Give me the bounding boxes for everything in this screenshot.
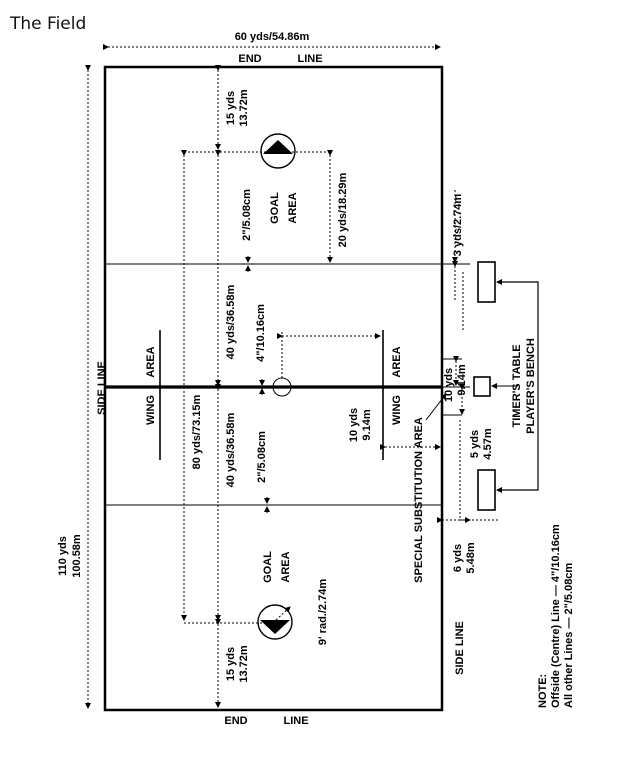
note-title: NOTE: [537,674,549,708]
label-side-line-left: SIDE LINE [96,361,108,415]
label-bot-15-a: 15 yds [225,647,237,681]
label-wing-area-right: AREA [391,346,403,377]
label-players-bench: PLAYER'S BENCH [525,338,537,434]
label-10yds-wing-a: 10 yds [348,408,360,442]
label-area-top: AREA [287,192,299,223]
label-10yds-wing-b: 9.14m [361,409,373,440]
goal-crease-top [260,133,296,169]
label-goal-top: GOAL [269,192,281,224]
diagram-title: The Field [10,14,87,34]
label-top-15-a: 15 yds [225,91,237,125]
label-6yds-a: 6 yds [452,544,464,572]
players-bench-bottom [477,469,496,511]
label-end-line-bottom-b: LINE [283,715,308,727]
label-goal-bottom: GOAL [262,551,274,583]
label-end-line-bottom-a: END [224,715,247,727]
label-centre-line: 4"/10.16cm [255,304,267,362]
label-length-yds: 110 yds [57,536,69,576]
label-80yds: 80 yds/73.15m [191,394,203,469]
label-10yds-side-b: 9.14m [456,364,468,395]
label-radius: 9' rad./2.74m [317,579,329,645]
label-length-m: 100.58m [71,534,83,578]
label-5yds-a: 5 yds [469,430,481,458]
note-line-1: Offside (Centre) Line — 4"/10.16cm [550,524,562,708]
players-bench-top [477,261,496,303]
label-3yds: 3 yds/2.74m [452,194,464,257]
label-10yds-side-a: 10 yds [443,368,455,402]
label-area-bottom: AREA [280,551,292,582]
label-timers-table: TIMER'S TABLE [511,344,523,427]
label-wing-right: WING [391,395,403,425]
label-line-2in-bottom: 2"/5.08cm [256,431,268,483]
timers-table [473,376,491,397]
label-20yds-top: 20 yds/18.29m [337,172,349,247]
label-wing-area-left: AREA [145,346,157,377]
label-bot-15-b: 13.72m [238,645,250,683]
label-side-line-right: SIDE LINE [454,621,466,675]
label-6yds-b: 5.48m [465,542,477,573]
label-top-15-b: 13.72m [238,89,250,127]
label-5yds-b: 4.57m [482,428,494,459]
label-40yds-top: 40 yds/36.58m [225,284,237,359]
label-special-substitution: SPECIAL SUBSTITUTION AREA [413,417,425,583]
label-end-line-top-a: END [238,53,261,65]
label-end-line-top-b: LINE [297,53,322,65]
label-width: 60 yds/54.86m [235,31,310,43]
label-40yds-bottom: 40 yds/36.58m [225,412,237,487]
goal-crease-bottom [257,604,293,640]
label-wing-left: WING [145,395,157,425]
note-line-2: All other Lines — 2"/5.08cm [563,563,575,708]
label-line-2in-top: 2"/5.08cm [241,189,253,241]
